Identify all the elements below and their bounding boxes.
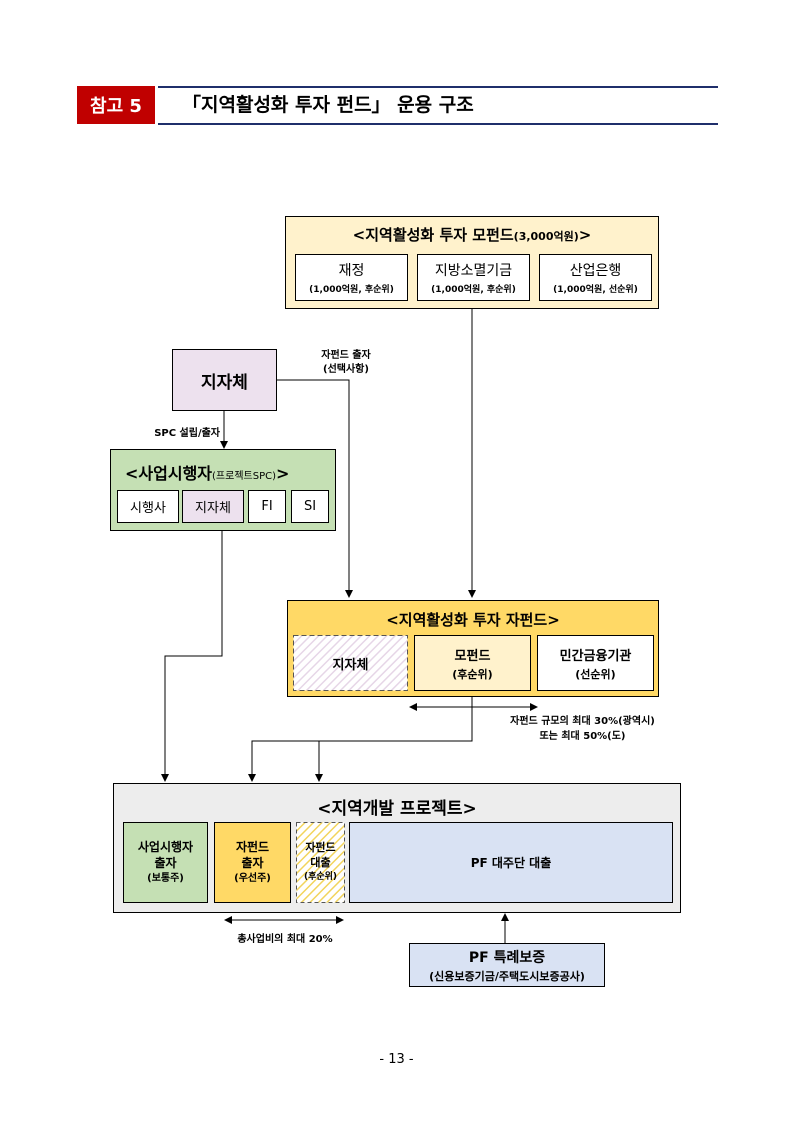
member-detail: (1,000억원, 후순위) <box>309 285 394 295</box>
arrow-child-to-project-a <box>248 697 473 782</box>
operator-member-developer: 시행사 <box>117 490 179 523</box>
project-block-child-loan: 자펀드 대출 (후순위) <box>296 822 345 903</box>
project-block-pf-loan: PF 대주단 대출 <box>349 822 673 903</box>
member-name: 모펀드 <box>454 648 491 664</box>
mother-member-kdb: 산업은행 (1,000억원, 선순위) <box>539 254 652 301</box>
member-detail: (1,000억원, 후순위) <box>431 285 516 295</box>
pf-guarantee-box: PF 특례보증 (신용보증기금/주택도시보증공사) <box>409 943 605 987</box>
page-title: 「지역활성화 투자 펀드」 운용 구조 <box>182 94 474 116</box>
child-fund-title: <지역활성화 투자 자펀드> <box>386 611 560 629</box>
project-block-operator-equity: 사업시행자 출자 (보통주) <box>123 822 208 903</box>
arrow-operator-to-project <box>161 531 223 782</box>
block-line: 자펀드 <box>235 839 270 854</box>
block-line: 출자 <box>241 855 264 870</box>
block-line: 대출 <box>310 856 331 869</box>
member-name: 재정 <box>338 263 365 279</box>
operator-title-text: <사업시행자 <box>125 464 213 483</box>
operator-member-si: SI <box>291 490 329 523</box>
mother-fund-title-text: <지역활성화 투자 모펀드 <box>352 226 514 244</box>
project-title: <지역개발 프로젝트> <box>317 799 477 819</box>
member-name: 민간금융기관 <box>559 648 632 664</box>
block-line: 사업시행자 <box>137 839 194 854</box>
label-child-scale: 자펀드 규모의 최대 30%(광역시) 또는 최대 50%(도) <box>490 714 675 744</box>
arrow-localgov-to-child <box>277 379 353 598</box>
operator-member-local-gov: 지자체 <box>182 490 244 523</box>
operator-title: <사업시행자(프로젝트SPC)> <box>125 460 289 484</box>
reference-badge: 참고 5 <box>77 86 155 124</box>
child-fund-box: <지역활성화 투자 자펀드> 지자체 모펀드 (후순위) 민간금융기관 (선순위… <box>287 600 659 697</box>
label-line: 또는 최대 50%(도) <box>539 731 626 742</box>
mother-member-finance: 재정 (1,000억원, 후순위) <box>295 254 408 301</box>
operator-box: <사업시행자(프로젝트SPC)> 시행사 지자체 FI SI <box>110 449 336 531</box>
member-name: 산업은행 <box>569 263 622 279</box>
label-spc: SPC 설립/출자 <box>154 428 220 439</box>
member-detail: (선순위) <box>575 667 616 681</box>
block-line: (보통주) <box>147 872 184 884</box>
label-line: 자펀드 출자 <box>321 350 371 361</box>
member-detail: (1,000억원, 선순위) <box>553 285 638 295</box>
member-detail: (후순위) <box>452 667 493 681</box>
page-number: - 13 - <box>379 1052 414 1067</box>
project-box: <지역개발 프로젝트> 사업시행자 출자 (보통주) 자펀드 출자 (우선주) … <box>113 783 681 913</box>
block-line: 출자 <box>154 855 177 870</box>
child-member-local-gov-hatch <box>293 635 408 691</box>
label-line: 자펀드 규모의 최대 30%(광역시) <box>510 716 655 727</box>
guarantee-title: PF 특례보증 <box>468 949 546 966</box>
mother-fund-title-end: > <box>578 226 592 244</box>
child-member-mother-fund: 모펀드 (후순위) <box>414 635 531 691</box>
mother-fund-title: <지역활성화 투자 모펀드(3,000억원)> <box>286 224 658 245</box>
title-rule-top <box>158 86 718 88</box>
child-member-local-gov: 지자체 <box>332 657 369 673</box>
local-gov-box: 지자체 <box>172 349 277 411</box>
mother-fund-box: <지역활성화 투자 모펀드(3,000억원)> 재정 (1,000억원, 후순위… <box>285 216 659 309</box>
block-line: (후순위) <box>303 872 338 882</box>
mother-member-extinction-fund: 지방소멸기금 (1,000억원, 후순위) <box>417 254 530 301</box>
label-line: (선택사항) <box>323 364 369 375</box>
project-block-child-equity: 자펀드 출자 (우선주) <box>214 822 291 903</box>
block-line: (우선주) <box>234 872 271 884</box>
title-rule-bottom <box>158 123 718 125</box>
operator-title-sub: (프로젝트SPC) <box>212 471 276 482</box>
operator-member-fi: FI <box>248 490 286 523</box>
member-name: 지방소멸기금 <box>434 263 513 279</box>
label-child-invest: 자펀드 출자 (선택사항) <box>296 349 396 377</box>
project-block-child-loan-hatch <box>296 822 345 903</box>
child-member-private-finance: 민간금융기관 (선순위) <box>537 635 654 691</box>
guarantee-detail: (신용보증기금/주택도시보증공사) <box>429 969 585 983</box>
operator-title-end: > <box>275 464 290 483</box>
label-total-cost: 총사업비의 최대 20% <box>237 934 333 945</box>
block-line: 자펀드 <box>305 841 336 854</box>
mother-fund-amount: (3,000억원) <box>513 230 579 243</box>
